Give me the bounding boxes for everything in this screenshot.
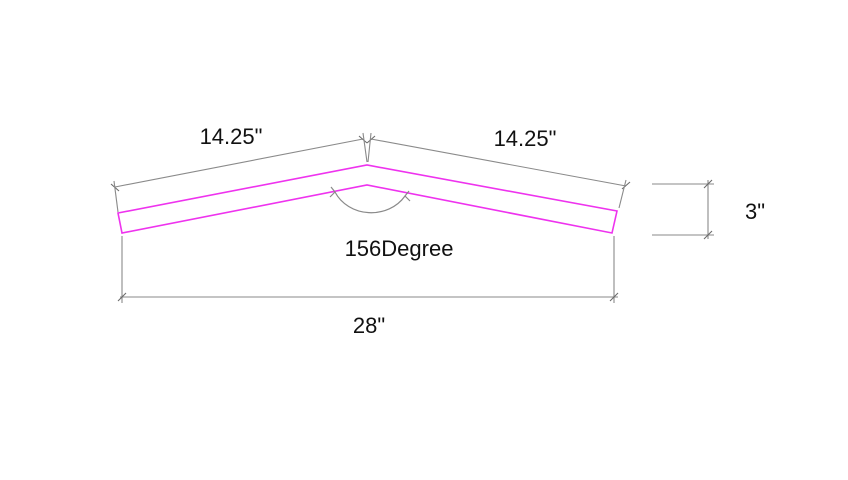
angle-label: 156Degree xyxy=(345,236,454,261)
right-segment-dimension xyxy=(366,132,631,209)
right-segment-label: 14.25" xyxy=(494,126,557,151)
left-segment-label: 14.25" xyxy=(200,124,263,149)
thickness-dimension xyxy=(652,179,714,240)
left-segment-dimension xyxy=(110,132,368,213)
bent-part-outline xyxy=(117,164,618,234)
overall-width-label: 28" xyxy=(353,313,385,338)
angle-indicator xyxy=(329,186,411,214)
thickness-label: 3" xyxy=(745,199,765,224)
overall-width-dimension xyxy=(117,236,619,303)
